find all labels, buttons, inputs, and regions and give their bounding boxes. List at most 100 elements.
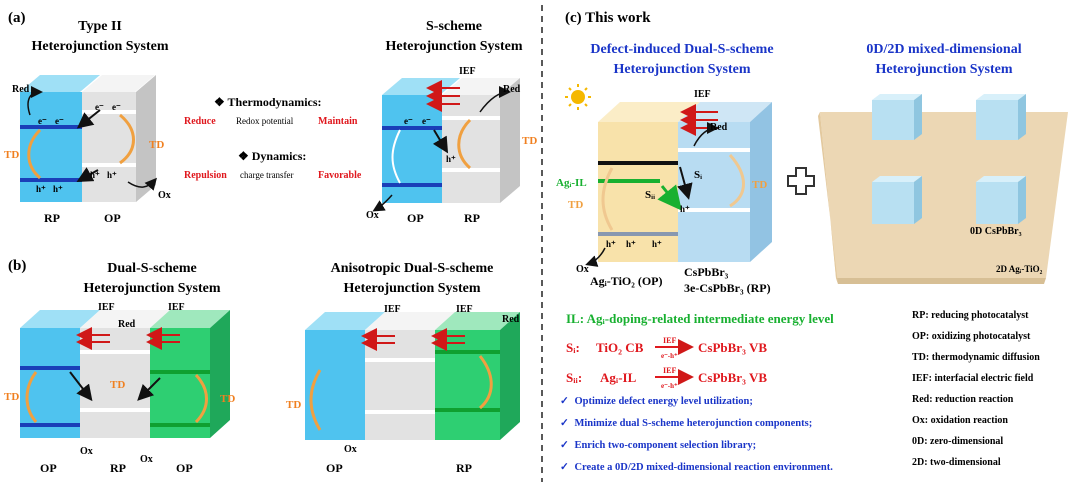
- type2-op-label: OP: [104, 211, 121, 225]
- aniso-block: [305, 312, 520, 440]
- glossary-8: 2D: two-dimensional: [912, 457, 1001, 468]
- s1-arrow-top: IEF: [663, 336, 676, 345]
- defect-title-2: Heterojunction System: [614, 62, 751, 77]
- s2-arrow-bottom: e⁻-h⁺: [661, 382, 678, 390]
- aniso-title-2: Heterojunction System: [344, 281, 481, 296]
- type2-title-1: Type II: [78, 19, 122, 34]
- s2-path-name: Sᵢᵢ:: [566, 370, 582, 385]
- glossary-4: IEF: interfacial electric field: [912, 373, 1034, 384]
- mixed-title-1: 0D/2D mixed-dimensional: [866, 42, 1021, 57]
- bullet-2: ✓ Minimize dual S-scheme heterojunction …: [560, 418, 812, 429]
- type2-h2: h⁺: [53, 184, 63, 194]
- agil-label: Agᵢ-IL: [556, 177, 587, 189]
- defect-rp-label-1: CsPbBr₃: [684, 265, 729, 279]
- aniso-title-1: Anisotropic Dual-S-scheme: [331, 261, 494, 276]
- s1-arrow-bottom: e⁻-h⁺: [661, 352, 678, 360]
- s1-path-from: TiO₂ CB: [596, 340, 644, 355]
- defect-h3: h⁺: [626, 239, 636, 249]
- dual-op-label: OP: [40, 461, 57, 475]
- type2-e2: e⁻: [55, 116, 64, 126]
- mixed-title-2: Heterojunction System: [876, 62, 1013, 77]
- sscheme-ief-label: IEF: [459, 66, 476, 77]
- type2-h4: h⁺: [107, 170, 117, 180]
- glossary-1: RP: reducing photocatalyst: [912, 310, 1029, 321]
- cube-0d: [872, 94, 1026, 224]
- type2-rp-label: RP: [44, 211, 60, 225]
- panel-b-label: (b): [8, 258, 26, 274]
- dynamics-title: ❖ Dynamics:: [238, 149, 306, 163]
- bullet-4: ✓ Create a 0D/2D mixed-dimensional react…: [560, 462, 833, 473]
- sheet-2d: [818, 112, 1068, 284]
- glossary-6: Ox: oxidation reaction: [912, 415, 1008, 426]
- glossary-2: OP: oxidizing photocatalyst: [912, 331, 1031, 342]
- dual-ox-label-2: Ox: [140, 454, 153, 465]
- defect-ox-label: Ox: [576, 264, 589, 275]
- type2-ox-label: Ox: [158, 190, 171, 201]
- defect-h2: h⁺: [606, 239, 616, 249]
- type2-h3: h⁺: [90, 170, 100, 180]
- redox-potential-label: Redox potential: [236, 116, 294, 126]
- sscheme-red-label: Red: [503, 84, 521, 95]
- dual-block: [20, 310, 230, 438]
- aniso-ief-2: IEF: [456, 304, 473, 315]
- aniso-ief-1: IEF: [384, 304, 401, 315]
- sscheme-block: [372, 78, 520, 212]
- defect-op-label: Agᵢ-TiO₂ (OP): [590, 274, 663, 288]
- charge-transfer-label: charge transfer: [240, 170, 294, 180]
- type2-e1: e⁻: [38, 116, 47, 126]
- panel-a-label: (a): [8, 10, 26, 26]
- type2-title-2: Heterojunction System: [32, 39, 169, 54]
- maintain-label: Maintain: [318, 116, 358, 127]
- type2-h1: h⁺: [36, 184, 46, 194]
- sscheme-title-2: Heterojunction System: [386, 39, 523, 54]
- thermo-title: ❖ Thermodynamics:: [214, 95, 322, 109]
- sscheme-rp-label: RP: [464, 211, 480, 225]
- type2-td-right: TD: [149, 139, 164, 151]
- bullet-3: ✓ Enrich two-component selection library…: [560, 440, 756, 451]
- dual-ief-2: IEF: [168, 302, 185, 313]
- s1-path-name: Sᵢ:: [566, 340, 580, 355]
- defect-title-1: Defect-induced Dual-S-scheme: [590, 42, 773, 57]
- sscheme-td-label: TD: [522, 135, 537, 147]
- panel-c-label: (c) This work: [565, 10, 651, 26]
- dual-title-2: Heterojunction System: [84, 281, 221, 296]
- s2-path-from: Agᵢ-IL: [600, 370, 637, 385]
- s2-label: Sᵢᵢ: [645, 189, 655, 201]
- glossary-3: TD: thermodynamic diffusion: [912, 352, 1040, 363]
- aniso-rp-label: RP: [456, 461, 472, 475]
- sun-icon: [565, 84, 591, 110]
- aniso-red-label: Red: [502, 314, 520, 325]
- reduce-label: Reduce: [184, 116, 216, 127]
- type2-e3: e⁻: [95, 102, 104, 112]
- plus-icon: [787, 167, 815, 195]
- sscheme-ox-label: Ox: [366, 210, 379, 221]
- glossary-5: Red: reduction reaction: [912, 394, 1014, 405]
- defect-td-left: TD: [568, 199, 583, 211]
- aniso-ox-label: Ox: [344, 444, 357, 455]
- sscheme-e1: e⁻: [422, 116, 431, 126]
- aniso-td-left: TD: [286, 399, 301, 411]
- s2-path-to: CsPbBr₃ VB: [698, 370, 767, 385]
- dual-op-right-label: OP: [176, 461, 193, 475]
- defect-h1: h⁺: [680, 204, 690, 214]
- dual-rp-label: RP: [110, 461, 126, 475]
- dual-td-middle: TD: [110, 379, 125, 391]
- defect-rp-label-2: 3e-CsPbBr₃ (RP): [684, 281, 771, 295]
- sheet-label: 2D Agᵢ-TiO₂: [996, 264, 1043, 274]
- s1-label: Sᵢ: [694, 169, 702, 181]
- type2-block: [20, 75, 157, 202]
- cube-label: 0D CsPbBr₃: [970, 226, 1022, 237]
- s2-arrow-top: IEF: [663, 366, 676, 375]
- defect-h4: h⁺: [652, 239, 662, 249]
- defect-td-right: TD: [752, 179, 767, 191]
- defect-block: [585, 102, 772, 267]
- sscheme-h1: h⁺: [446, 154, 456, 164]
- il-definition: IL: Agᵢ-doping-related intermediate ener…: [566, 311, 834, 326]
- dual-red-label: Red: [118, 319, 136, 330]
- dual-title-1: Dual-S-scheme: [107, 261, 196, 276]
- defect-red-label: Red: [710, 122, 728, 133]
- dual-ox-label-1: Ox: [80, 446, 93, 457]
- aniso-op-label: OP: [326, 461, 343, 475]
- favorable-label: Favorable: [318, 170, 362, 181]
